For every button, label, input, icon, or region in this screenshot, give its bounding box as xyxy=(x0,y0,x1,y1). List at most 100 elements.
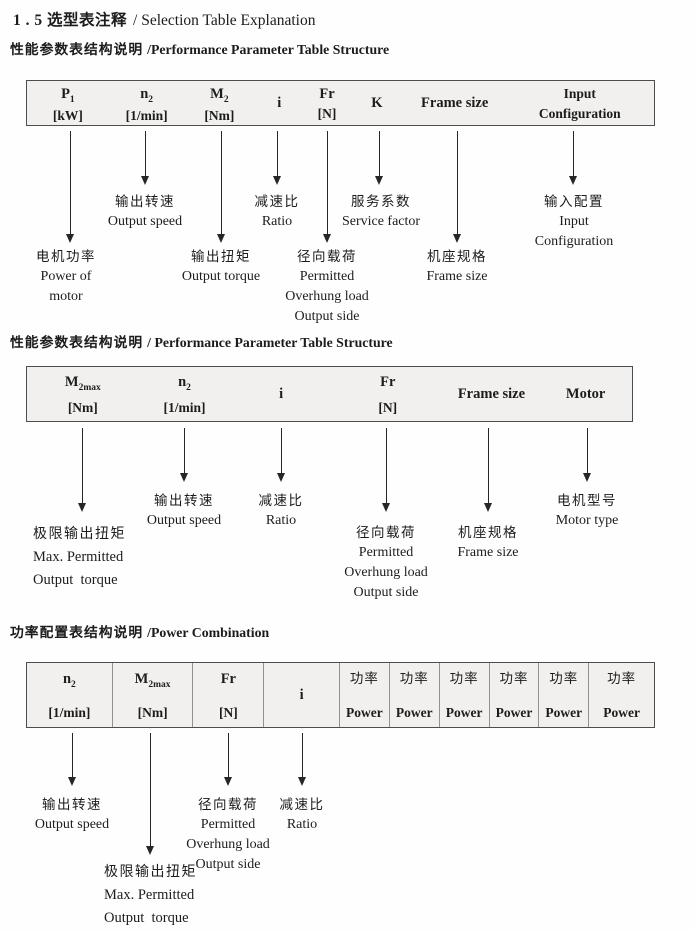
table3-col-power-2: 功率 Power xyxy=(390,663,440,727)
table3-col-power-1: 功率 Power xyxy=(340,663,390,727)
m2-symbol: M2 xyxy=(210,86,229,105)
k-symbol: K xyxy=(371,95,383,111)
table1-col-n2: n2 [1/min] xyxy=(109,81,185,125)
label-s2-motor-type: 电机型号 Motor type xyxy=(555,493,619,528)
arrow-s3-n2 xyxy=(68,733,77,786)
fr-symbol: Fr xyxy=(220,671,236,687)
input-line2: Configuration xyxy=(538,106,621,121)
i-symbol: i xyxy=(279,386,284,402)
fr-unit: [N] xyxy=(218,705,238,720)
arrow-s1-i xyxy=(273,131,282,185)
m2max-symbol: M2max xyxy=(134,671,171,690)
label-s1-radial-load: 径向载荷 Permitted Overhung load Output side xyxy=(285,249,369,324)
arrow-s2-frame xyxy=(484,428,493,512)
m2-unit: [Nm] xyxy=(204,107,235,123)
m2max-unit: [Nm] xyxy=(67,400,98,415)
label-s1-input-configuration: 输入配置 Input Configuration xyxy=(534,194,614,249)
label-s2-ratio: 减速比 Ratio xyxy=(258,493,304,528)
table1-col-m2: M2 [Nm] xyxy=(185,81,255,125)
p1-symbol: P1 xyxy=(61,86,75,105)
table2-col-fr: Fr [N] xyxy=(332,367,444,421)
i-symbol: i xyxy=(299,687,304,703)
n2-unit: [1/min] xyxy=(163,400,206,415)
fr-symbol: Fr xyxy=(319,86,335,102)
arrow-s2-n2 xyxy=(180,428,189,482)
table3-col-m2max: M2max [Nm] xyxy=(113,663,194,727)
i-symbol: i xyxy=(277,95,282,111)
arrow-s1-input xyxy=(569,131,578,185)
table3-col-power-5: 功率 Power xyxy=(539,663,590,727)
arrow-s2-fr xyxy=(382,428,391,512)
page-title-en: / Selection Table Explanation xyxy=(133,12,316,29)
table3-col-power-4: 功率 Power xyxy=(490,663,540,727)
table3-col-n2: n2 [1/min] xyxy=(27,663,113,727)
label-s2-frame-size: 机座规格 Frame size xyxy=(457,525,519,560)
arrow-s3-m2max xyxy=(146,733,155,855)
label-s3-ratio: 减速比 Ratio xyxy=(279,797,325,832)
table1-performance-header: P1 [kW] n2 [1/min] M2 [Nm] i Fr [N] K Fr… xyxy=(26,80,655,126)
arrow-s3-i xyxy=(298,733,307,786)
section2-heading-en: / Performance Parameter Table Structure xyxy=(147,335,393,350)
label-s1-frame-size: 机座规格 Frame size xyxy=(426,249,488,284)
label-s3-radial-load: 径向载荷 Permitted Overhung load Output side xyxy=(186,797,270,872)
section3-heading-en: /Power Combination xyxy=(147,625,270,640)
n2-symbol: n2 xyxy=(140,86,154,105)
frame-size-symbol: Frame size xyxy=(421,95,489,111)
table1-col-k: K xyxy=(350,81,404,125)
table2-performance-header: M2max [Nm] n2 [1/min] i Fr [N] Frame siz… xyxy=(26,366,633,422)
section1-heading-zh: 性能参数表结构说明 xyxy=(10,42,144,57)
m2max-symbol: M2max xyxy=(64,374,101,393)
arrow-s2-m2max xyxy=(78,428,87,512)
table3-col-power-3: 功率 Power xyxy=(440,663,490,727)
label-s2-output-speed: 输出转速 Output speed xyxy=(146,493,222,528)
arrow-s1-frame xyxy=(453,131,462,243)
fr-unit: [N] xyxy=(317,106,337,121)
page-title-zh: 1 . 5 选型表注释 xyxy=(13,12,128,29)
motor-symbol: Motor xyxy=(565,386,606,402)
arrow-s1-m2 xyxy=(217,131,226,243)
arrow-s2-motor xyxy=(583,428,592,482)
label-s3-max-output-torque: 极限输出扭矩 Max. Permitted Output torque xyxy=(104,865,197,926)
table1-col-fr: Fr [N] xyxy=(304,81,350,125)
fr-unit: [N] xyxy=(378,400,398,415)
table3-col-i: i xyxy=(264,663,340,727)
section3-heading: 功率配置表结构说明/Power Combination xyxy=(10,621,269,641)
section3-heading-zh: 功率配置表结构说明 xyxy=(10,625,144,640)
label-s1-service-factor: 服务系数 Service factor xyxy=(341,194,421,229)
section2-heading-zh: 性能参数表结构说明 xyxy=(10,335,144,350)
table2-col-i: i xyxy=(230,367,332,421)
n2-symbol: n2 xyxy=(178,374,191,393)
fr-symbol: Fr xyxy=(380,374,396,390)
table2-col-n2: n2 [1/min] xyxy=(139,367,231,421)
table3-col-fr: Fr [N] xyxy=(193,663,265,727)
arrow-s1-k xyxy=(375,131,384,185)
p1-unit: [kW] xyxy=(52,107,83,123)
table3-col-power-6: 功率 Power xyxy=(603,671,640,720)
input-line1: Input xyxy=(563,86,596,101)
label-s1-output-torque: 输出扭矩 Output torque xyxy=(181,249,261,284)
section1-heading: 性能参数表结构说明/Performance Parameter Table St… xyxy=(10,38,389,58)
table2-col-m2max: M2max [Nm] xyxy=(27,367,139,421)
label-s1-output-speed: 输出转速 Output speed xyxy=(107,194,183,229)
table1-col-input-configuration: Input Configuration xyxy=(505,81,654,125)
n2-symbol: n2 xyxy=(62,671,76,690)
frame-size-symbol: Frame size xyxy=(457,386,526,402)
page-title: 1 . 5 选型表注释 / Selection Table Explanation xyxy=(13,8,315,30)
arrow-s1-fr xyxy=(323,131,332,243)
table2-col-frame-size: Frame size xyxy=(444,367,540,421)
table2-col-motor: Motor xyxy=(539,367,632,421)
label-s2-max-output-torque: 极限输出扭矩 Max. Permitted Output torque xyxy=(33,527,126,588)
arrow-s3-fr xyxy=(224,733,233,786)
label-s3-output-speed: 输出转速 Output speed xyxy=(34,797,110,832)
arrow-s1-p1 xyxy=(66,131,75,243)
n2-unit: [1/min] xyxy=(48,705,91,720)
label-s1-ratio: 减速比 Ratio xyxy=(254,194,300,229)
arrow-s1-n2 xyxy=(141,131,150,185)
table1-col-frame-size: Frame size xyxy=(404,81,506,125)
m2max-unit: [Nm] xyxy=(137,705,168,720)
n2-unit: [1/min] xyxy=(125,107,168,123)
label-s1-motor-power: 电机功率 Power of motor xyxy=(36,249,96,304)
table1-col-p1: P1 [kW] xyxy=(27,81,109,125)
table1-col-i: i xyxy=(254,81,304,125)
